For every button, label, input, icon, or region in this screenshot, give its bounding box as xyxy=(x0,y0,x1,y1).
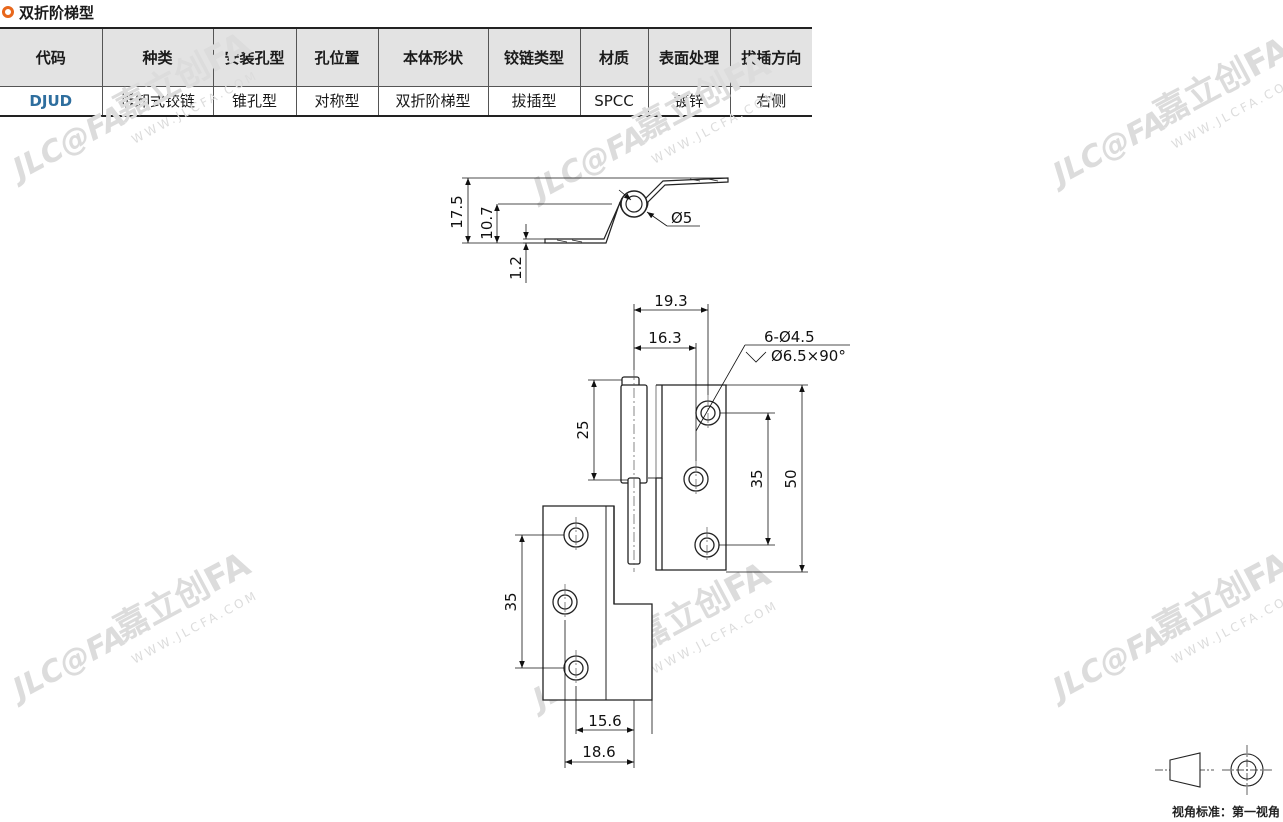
front-view xyxy=(542,376,727,701)
cell-surface: 镀锌 xyxy=(648,86,731,116)
side-view-dimensions xyxy=(462,177,728,283)
dim-side-step: 10.7 xyxy=(478,206,496,239)
header-direction: 拔插方向 xyxy=(741,48,802,67)
dim-countersink: Ø6.5×90° xyxy=(771,347,846,365)
watermark-logo-6: JLC@FA 嘉立创FA WWW.JLCFA.COM xyxy=(1043,544,1283,710)
cell-hinge-type: 拔插型 xyxy=(488,86,581,116)
front-view-dimensions xyxy=(515,304,850,768)
cell-code: DJUD xyxy=(0,86,103,116)
circle-bullet-icon xyxy=(2,6,14,18)
dim-width-inner: 16.3 xyxy=(648,329,681,347)
dim-bottom-inner: 15.6 xyxy=(588,712,621,730)
svg-text:JLC@FA: JLC@FA xyxy=(3,619,132,710)
dim-thickness: 1.2 xyxy=(507,256,525,280)
header-hole-position: 孔位置 xyxy=(296,28,379,86)
dim-hole-spec: 6-Ø4.5 xyxy=(764,328,815,346)
watermark-logo-4: JLC@FA 嘉立创FA WWW.JLCFA.COM xyxy=(3,544,261,710)
section-title: 双折阶梯型 xyxy=(2,1,94,23)
center-lines xyxy=(564,370,709,686)
header-mount-hole: 安装孔型 xyxy=(213,28,297,86)
svg-text:JLC@FA: JLC@FA xyxy=(1043,104,1172,195)
dim-width-outer: 19.3 xyxy=(654,292,687,310)
dim-side-height: 17.5 xyxy=(448,195,466,228)
dim-bottom-outer: 18.6 xyxy=(582,743,615,761)
watermark-logo-3: JLC@FA 嘉立创FA WWW.JLCFA.COM xyxy=(1043,29,1283,195)
header-surface: 表面处理 xyxy=(648,28,731,86)
dim-height-right: 50 xyxy=(782,469,800,488)
header-type: 种类 xyxy=(102,28,214,86)
cell-mount-hole: 锥孔型 xyxy=(213,86,297,116)
watermark-logo-1: JLC@FA 嘉立创FA WWW.JLCFA.COM xyxy=(3,24,261,190)
cell-hole-position: 对称型 xyxy=(296,86,379,116)
dim-hole-pitch-right: 35 xyxy=(748,469,766,488)
spec-table-header-row: 代码 种类 安装孔型 孔位置 本体形状 铰链类型 材质 表面处理 拔插方向 xyxy=(0,28,812,86)
header-hinge-type: 铰链类型 xyxy=(488,28,581,86)
cell-body-shape: 双折阶梯型 xyxy=(378,86,489,116)
cell-direction: 右侧 xyxy=(756,92,787,111)
header-body-shape: 本体形状 xyxy=(378,28,489,86)
svg-text:JLC@FA: JLC@FA xyxy=(3,99,132,190)
section-title-text: 双折阶梯型 xyxy=(19,3,95,22)
dim-pin-diameter: Ø5 xyxy=(671,209,692,227)
header-code: 代码 xyxy=(0,28,103,86)
view-standard-label: 视角标准：第一视角 xyxy=(1171,805,1280,819)
cell-type: 拆卸式铰链 xyxy=(102,86,214,116)
first-angle-projection-icon xyxy=(1155,745,1273,796)
dim-pin-length: 25 xyxy=(574,420,592,439)
spec-table: 代码 种类 安装孔型 孔位置 本体形状 铰链类型 材质 表面处理 拔插方向 DJ… xyxy=(0,27,812,117)
header-material: 材质 xyxy=(580,28,649,86)
svg-text:JLC@FA: JLC@FA xyxy=(1043,619,1172,710)
table-row: DJUD 拆卸式铰链 锥孔型 对称型 双折阶梯型 拔插型 SPCC 镀锌 右侧 xyxy=(0,86,812,116)
cell-material: SPCC xyxy=(580,86,649,116)
dim-hole-pitch-left: 35 xyxy=(502,592,520,611)
